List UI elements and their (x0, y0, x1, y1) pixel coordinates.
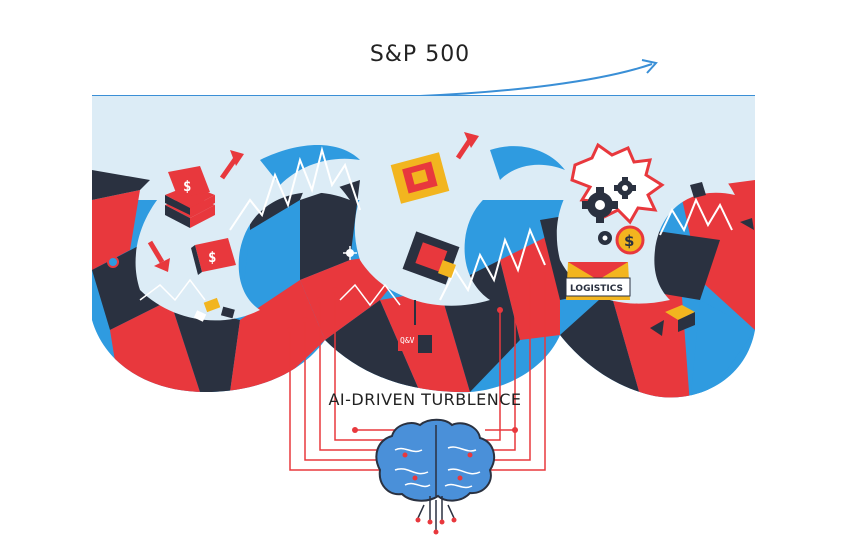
market-line-2 (439, 227, 546, 301)
logistics-box-icon: LOGISTICS (565, 262, 631, 300)
debris-icon-right (690, 182, 754, 230)
wave-lip-middle (490, 146, 565, 180)
coin-icon: $ (615, 225, 645, 255)
dollar-box-icon-2: $ (191, 238, 236, 275)
spark-icon (343, 246, 357, 260)
circuit-nodes (287, 267, 548, 433)
trend-arrowhead (641, 59, 658, 74)
logistics-label: LOGISTICS (570, 284, 623, 294)
market-line-5 (339, 283, 401, 307)
chip-icon-2 (402, 231, 460, 285)
market-line-4 (139, 278, 206, 302)
brain-icon (375, 418, 496, 535)
explosion-icon (570, 142, 665, 225)
gear-icon-tiny (598, 231, 612, 245)
dollar-stack-icon: $ (165, 166, 215, 228)
chip-icon-1 (390, 152, 450, 204)
hanging-chip-icon: Q&V (398, 300, 432, 353)
gear-icon-small (614, 177, 636, 199)
crate-icon-right (650, 305, 695, 336)
wave-lip-left (260, 145, 360, 185)
arrow-down-icon-left (147, 240, 170, 272)
dollar-box-2-label: $ (208, 250, 216, 266)
chart-title: S&P 500 (369, 42, 471, 67)
caption-label: AI-DRIVEN TURBLENCE (328, 390, 522, 409)
arrow-up-icon-middle (455, 132, 479, 160)
coin-label: $ (624, 232, 634, 250)
trend-arrow (419, 63, 653, 97)
debris-icon-left (107, 256, 235, 322)
market-line-1 (229, 146, 361, 231)
arrow-up-icon-left (219, 150, 244, 180)
market-line-3 (659, 197, 733, 236)
gear-icon-large (582, 187, 618, 223)
dollar-box-1-label: $ (183, 179, 191, 195)
chip-label: Q&V (400, 336, 415, 345)
